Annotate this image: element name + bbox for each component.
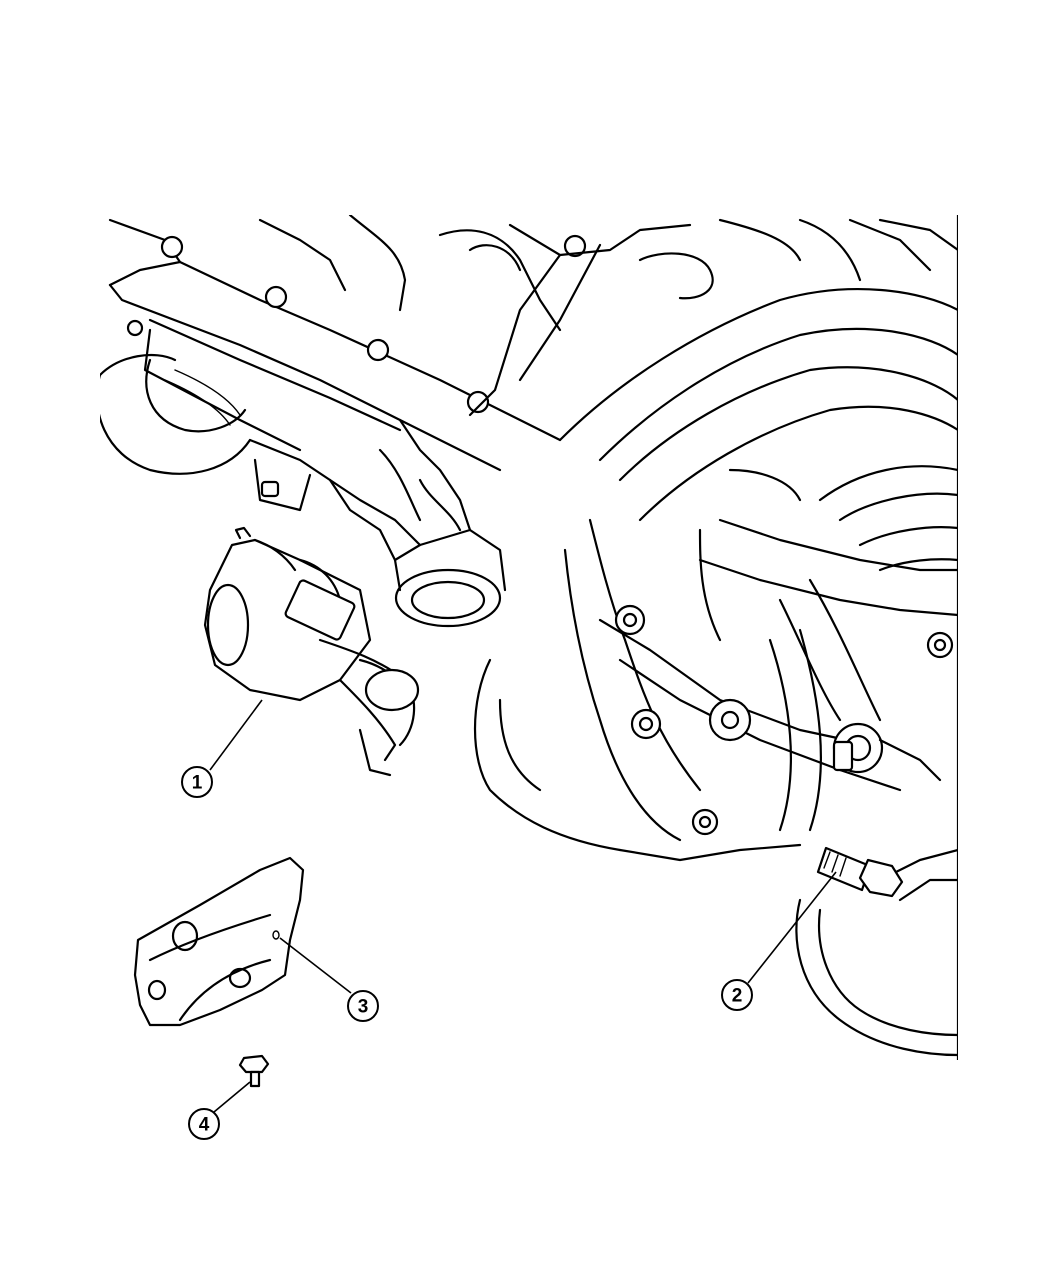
callout-4: 4	[188, 1108, 220, 1140]
leader-3	[279, 937, 352, 994]
bolt-part	[816, 846, 904, 898]
engine-transmission-assembly	[100, 215, 958, 1060]
callout-4-label: 4	[199, 1115, 210, 1136]
callout-3-label: 3	[358, 997, 369, 1018]
leader-2	[747, 871, 837, 984]
starter-motor	[203, 526, 420, 777]
small-bolt-part	[238, 1054, 270, 1088]
callout-2: 2	[721, 979, 753, 1011]
callout-1-label: 1	[192, 773, 203, 794]
callout-1: 1	[181, 766, 213, 798]
callout-3: 3	[347, 990, 379, 1022]
leader-1	[209, 699, 263, 771]
leader-4	[213, 1081, 251, 1113]
callout-2-label: 2	[732, 986, 743, 1007]
heat-shield	[133, 856, 305, 1027]
